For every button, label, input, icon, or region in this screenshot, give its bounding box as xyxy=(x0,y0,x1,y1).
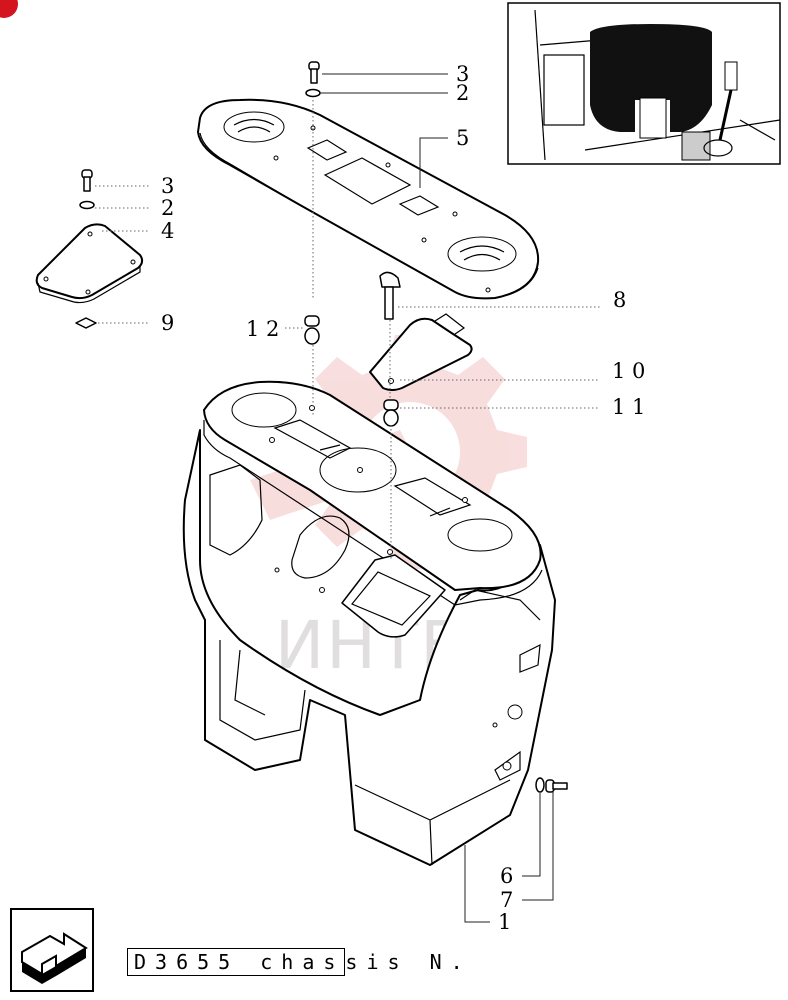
callout-4: 4 xyxy=(161,219,174,243)
part-4-plate xyxy=(35,223,144,304)
corner-badge-icon xyxy=(0,0,18,18)
part-1-console-body xyxy=(182,380,556,866)
part-8-knob-bolt xyxy=(379,271,401,320)
part-3-screw-top xyxy=(308,61,320,84)
callout-10: 1 0 xyxy=(612,359,645,383)
part-12-clip xyxy=(304,315,320,345)
chassis-label-rest: sis N. xyxy=(345,950,472,974)
callout-2-top: 2 xyxy=(456,81,469,105)
part-2-washer-top xyxy=(305,88,321,98)
part-2-washer-left xyxy=(79,200,95,210)
callout-6: 6 xyxy=(500,864,513,888)
callout-1: 1 xyxy=(498,910,511,934)
callout-9: 9 xyxy=(161,311,174,335)
callout-12: 1 2 xyxy=(246,317,279,341)
callout-2-left: 2 xyxy=(161,196,174,220)
callout-8: 8 xyxy=(613,288,626,312)
part-6-washer xyxy=(535,777,545,793)
callout-5: 5 xyxy=(456,126,469,150)
callout-7: 7 xyxy=(500,888,513,912)
callout-3-top: 3 xyxy=(456,62,469,86)
callout-3-left: 3 xyxy=(161,174,174,198)
part-5-top-cover xyxy=(197,98,540,300)
part-9-pad xyxy=(75,317,97,329)
part-7-screw-side xyxy=(545,779,568,793)
inset-cab-view xyxy=(507,2,781,165)
part-3-screw-left xyxy=(81,169,93,192)
part-10-flap xyxy=(369,313,473,391)
callout-11: 1 1 xyxy=(612,395,645,419)
arrow-next-icon[interactable] xyxy=(10,908,94,992)
chassis-label-boxed: D3655 chas xyxy=(127,948,346,976)
part-11-clip xyxy=(383,399,399,427)
